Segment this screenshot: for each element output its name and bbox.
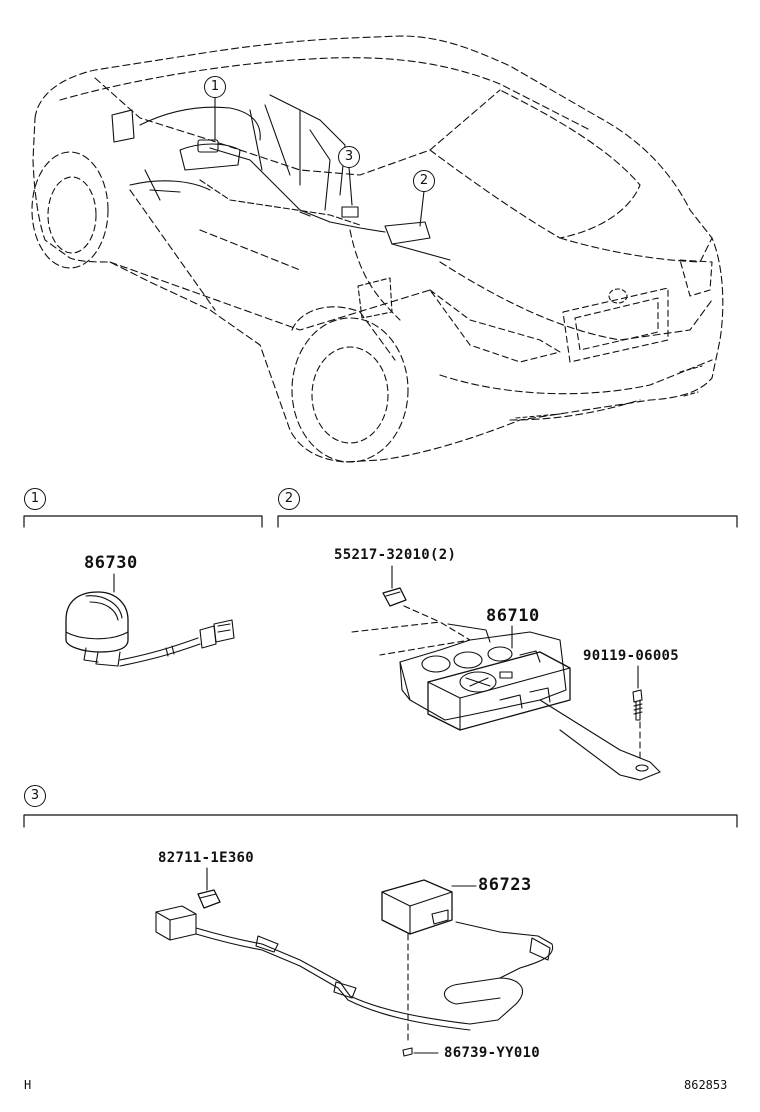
part-number-86723: 86723 — [478, 875, 532, 895]
part-leaders — [113, 565, 639, 891]
footer-left-code: H — [24, 1078, 32, 1092]
part-number-86710: 86710 — [486, 606, 540, 626]
section-1-marker: 1 — [24, 488, 46, 510]
callout-marker-1: 1 — [204, 76, 226, 98]
section-2-marker: 2 — [278, 488, 300, 510]
part-number-86730: 86730 — [84, 553, 138, 573]
part-number-55217-32010: 55217-32010(2) — [334, 547, 457, 563]
part-number-82711-1E360: 82711-1E360 — [158, 850, 255, 866]
callout-marker-3: 3 — [338, 146, 360, 168]
section-brackets — [23, 515, 738, 828]
tuner-86710-illustration — [351, 587, 661, 781]
car-overview-illustration — [31, 35, 724, 463]
amplifier-86723-illustration — [155, 879, 554, 1057]
callout-marker-2: 2 — [413, 170, 435, 192]
section-3-marker: 3 — [24, 785, 46, 807]
part-number-86739-YY010: 86739-YY010 — [444, 1045, 541, 1061]
part-number-90119-06005: 90119-06005 — [583, 648, 680, 664]
antenna-86730-illustration — [65, 591, 235, 667]
footer-diagram-number: 862853 — [684, 1078, 728, 1092]
